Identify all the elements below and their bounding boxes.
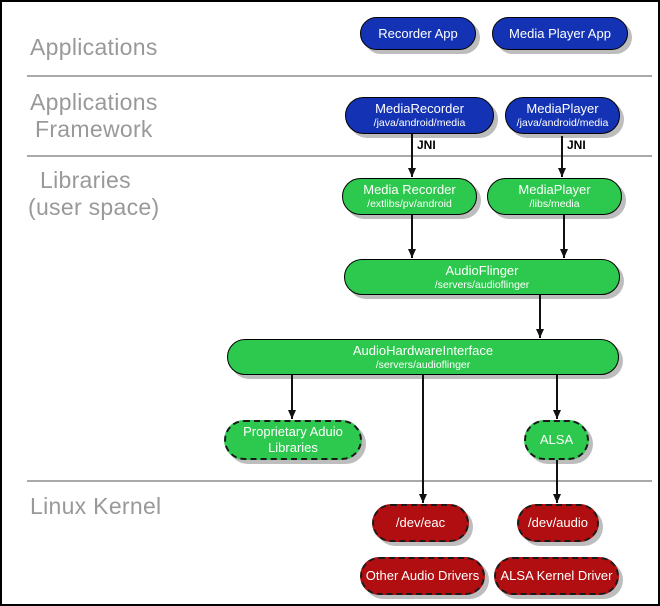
layer-label-line: Applications [30, 89, 158, 115]
node-label: ALSA [539, 432, 574, 448]
node-recorder-app: Recorder App [360, 17, 476, 50]
node-label: /dev/audio [528, 515, 588, 531]
node-dev-eac: /dev/eac [372, 504, 469, 542]
node-dev-audio: /dev/audio [517, 504, 599, 542]
layer-label-applications: Applications [30, 34, 158, 60]
node-label: MediaPlayer [526, 101, 599, 117]
node-mediaplayer-framework: MediaPlayer /java/android/media [505, 97, 620, 134]
node-label: AudioHardwareInterface [352, 342, 494, 358]
arrow-mediarecorder-lib-to-audioflinger [411, 215, 413, 258]
node-proprietary-audio-libraries: Proprietary Aduio Libraries [224, 420, 362, 460]
node-label: Media Recorder [363, 182, 456, 198]
node-sublabel: /java/android/media [516, 117, 609, 130]
jni-label-right: JNI [567, 138, 586, 152]
node-media-player-app: Media Player App [492, 17, 628, 50]
node-label: Proprietary Aduio Libraries [243, 424, 343, 455]
node-label: AudioFlinger [445, 262, 519, 278]
node-mediaplayer-library: MediaPlayer /libs/media [487, 178, 622, 215]
arrow-ahi-to-alsa [556, 375, 558, 419]
node-label: Media Player App [509, 25, 611, 41]
node-sublabel: /servers/audioflinger [375, 358, 471, 371]
layer-label-libraries: Libraries (user space) [28, 167, 159, 221]
node-mediarecorder-framework: MediaRecorder /java/android/media [345, 97, 494, 134]
node-alsa: ALSA [524, 420, 589, 460]
node-label: ALSA Kernel Driver [500, 568, 613, 584]
arrow-mediaplayer-fw-to-lib [561, 136, 563, 177]
node-label: /dev/eac [395, 515, 446, 531]
node-label: Recorder App [378, 25, 458, 41]
node-sublabel: /java/android/media [373, 117, 466, 130]
jni-label-left: JNI [417, 138, 436, 152]
node-label: MediaRecorder [375, 101, 464, 117]
node-audioflinger: AudioFlinger /servers/audioflinger [344, 259, 620, 295]
layer-divider-framework [27, 155, 652, 157]
node-audio-hardware-interface: AudioHardwareInterface /servers/audiofli… [227, 339, 619, 375]
node-media-recorder-library: Media Recorder /extlibs/pv/android [342, 178, 477, 215]
node-sublabel: /libs/media [529, 198, 580, 211]
arrow-audioflinger-to-ahi [539, 295, 541, 338]
arrow-ahi-to-dev-eac [422, 375, 424, 503]
arrow-mediarecorder-fw-to-lib [411, 134, 413, 177]
arrow-alsa-to-dev-audio [556, 460, 558, 503]
layer-divider-applications [27, 75, 652, 77]
node-label: Other Audio Drivers [365, 568, 480, 584]
layer-label-line: Libraries [40, 167, 131, 193]
node-label: MediaPlayer [518, 182, 591, 198]
arrow-mediaplayer-lib-to-audioflinger [563, 215, 565, 258]
node-sublabel: /extlibs/pv/android [367, 198, 452, 211]
node-other-audio-drivers: Other Audio Drivers [360, 557, 485, 595]
node-alsa-kernel-driver: ALSA Kernel Driver [494, 557, 619, 595]
node-sublabel: /servers/audioflinger [434, 278, 530, 291]
arrow-ahi-to-proprietary [291, 375, 293, 419]
layer-label-line: (user space) [28, 194, 160, 220]
layer-divider-kernel [27, 480, 652, 482]
layer-label-linux-kernel: Linux Kernel [30, 493, 162, 519]
layer-label-line: Framework [35, 116, 153, 142]
layer-label-applications-framework: Applications Framework [30, 89, 158, 143]
